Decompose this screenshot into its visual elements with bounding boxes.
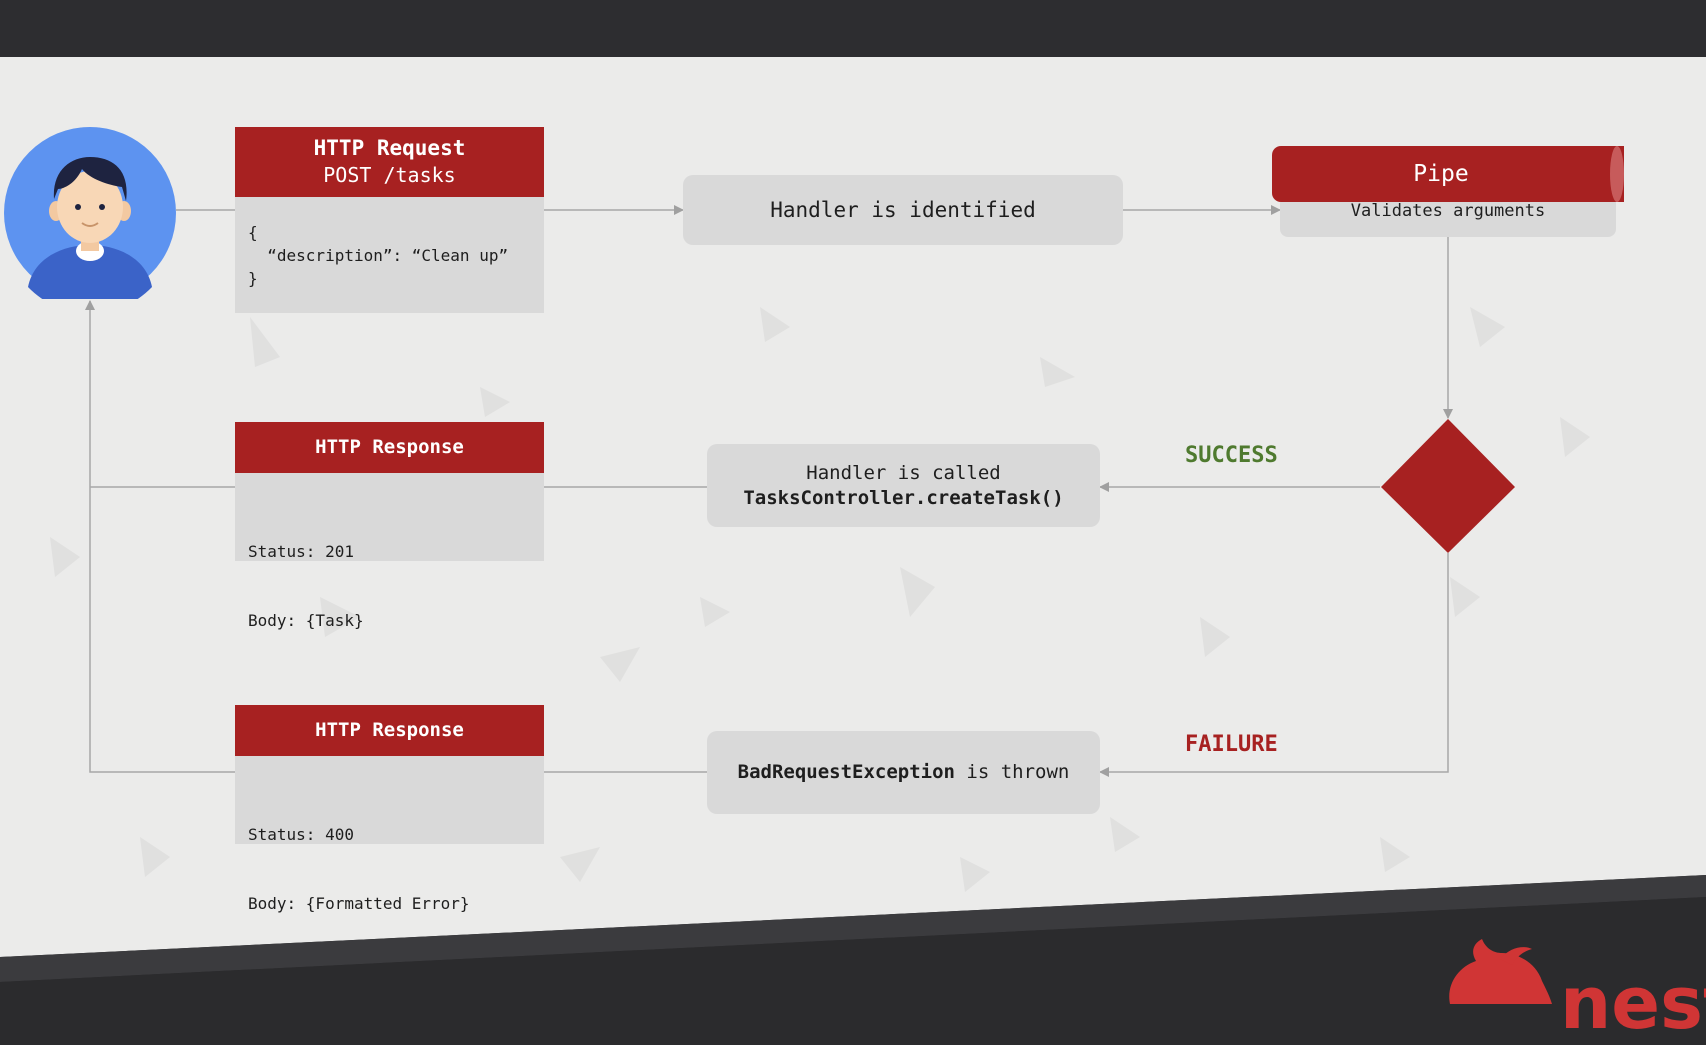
http-request-header: HTTP Request POST /tasks [235, 127, 544, 197]
handler-called-box: Handler is called TasksController.create… [707, 444, 1100, 527]
connector-lines [85, 205, 1515, 777]
http-request-payload: { “description”: “Clean up” } [248, 223, 509, 288]
http-response-success-body: Body: {Task} [248, 611, 364, 630]
exception-suffix: is thrown [954, 761, 1070, 783]
nest-logo-wordmark: nest [1560, 961, 1706, 1045]
failure-label: FAILURE [1185, 732, 1278, 757]
pipe-cap [1610, 146, 1624, 202]
http-response-failure-status: Status: 400 [248, 825, 354, 844]
http-response-failure-body: Body: {Formatted Error} [248, 894, 470, 913]
http-request-box: HTTP Request POST /tasks { “description”… [235, 127, 544, 313]
handler-identified-box: Handler is identified [683, 175, 1123, 245]
connector-decision-to-thrown [1099, 553, 1449, 777]
top-bar [0, 0, 1706, 57]
http-response-success-box: HTTP Response Status: 201 Body: {Task} [235, 422, 544, 630]
success-label: SUCCESS [1185, 443, 1278, 468]
http-response-failure-title: HTTP Response [235, 705, 544, 756]
handler-called-method: TasksController.createTask() [743, 486, 1064, 509]
http-request-title: HTTP Request [313, 136, 466, 160]
handler-called-line1: Handler is called [806, 461, 1001, 484]
http-response-success-status: Status: 201 [248, 542, 354, 561]
exception-name: BadRequestException [737, 761, 955, 783]
http-request-route: POST /tasks [323, 163, 456, 187]
pipe-subtitle: Validates arguments [1350, 201, 1546, 221]
http-response-success-title: HTTP Response [235, 422, 544, 473]
connector-response-err-to-user [85, 300, 235, 773]
http-response-failure-box: HTTP Response Status: 400 Body: {Formatt… [235, 705, 544, 913]
exception-thrown-box: BadRequestException is thrown [707, 731, 1100, 814]
handler-identified-text: Handler is identified [770, 197, 1036, 222]
pipe-title: Pipe [1413, 161, 1469, 187]
pipe-cylinder-icon [1272, 146, 1624, 202]
user-avatar-icon [4, 127, 176, 299]
nest-logo-icon [1449, 939, 1552, 1004]
diagram-canvas: HTTP Request POST /tasks { “description”… [0, 57, 1706, 1043]
decision-diamond-icon [1381, 419, 1515, 553]
